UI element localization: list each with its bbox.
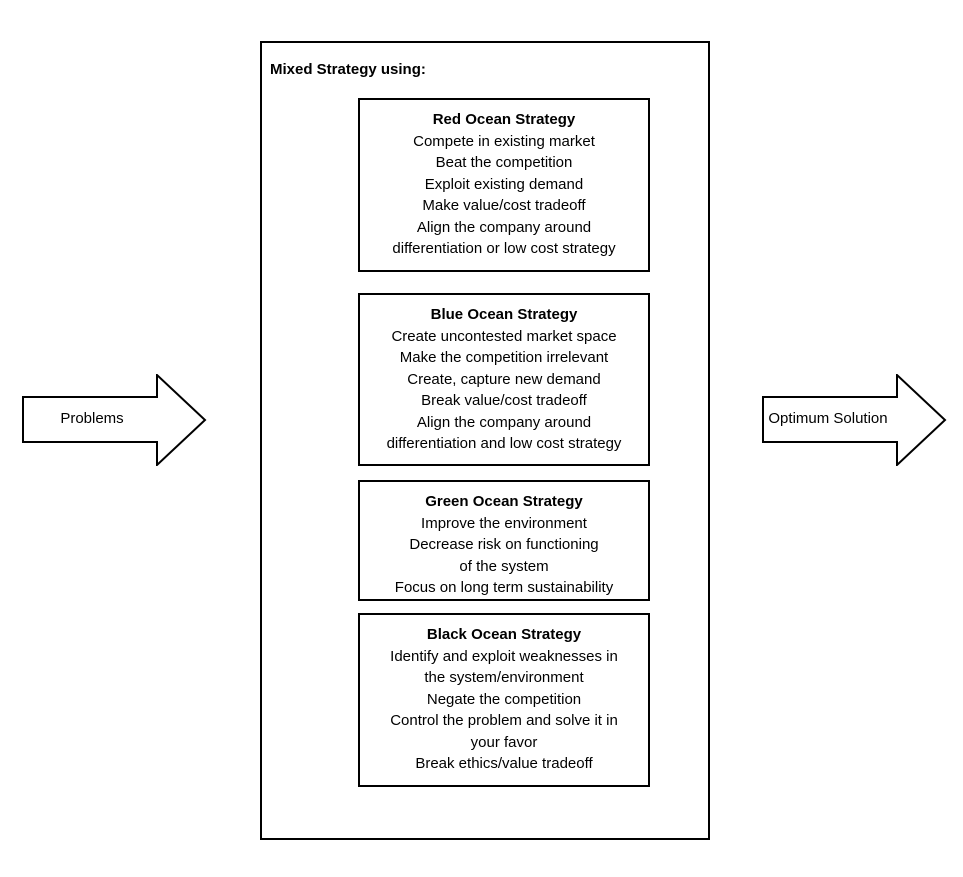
red-ocean-strategy-title: Red Ocean Strategy xyxy=(432,111,576,128)
green-ocean-strategy-box: Green Ocean Strategy Improve the environ… xyxy=(358,480,650,601)
blue-ocean-strategy-title: Blue Ocean Strategy xyxy=(430,306,578,323)
mixed-strategy-title: Mixed Strategy using: xyxy=(270,61,426,78)
black-ocean-strategy-title: Black Ocean Strategy xyxy=(426,626,582,643)
optimum-solution-arrow-shape xyxy=(762,374,947,466)
blue-ocean-strategy-body: Create uncontested market space Make the… xyxy=(386,327,622,453)
black-ocean-strategy-body: Identify and exploit weaknesses in the s… xyxy=(390,647,618,773)
red-ocean-strategy-box: Red Ocean Strategy Compete in existing m… xyxy=(358,98,650,272)
red-ocean-strategy-body: Compete in existing market Beat the comp… xyxy=(392,132,616,258)
optimum-solution-arrow-label: Optimum Solution xyxy=(768,410,888,427)
green-ocean-strategy-body: Improve the environment Decrease risk on… xyxy=(394,514,614,597)
problems-arrow-label: Problems xyxy=(60,410,124,427)
blue-ocean-strategy-box: Blue Ocean Strategy Create uncontested m… xyxy=(358,293,650,466)
black-ocean-strategy-box: Black Ocean Strategy Identify and exploi… xyxy=(358,613,650,787)
green-ocean-strategy-title: Green Ocean Strategy xyxy=(425,493,583,510)
problems-arrow-shape xyxy=(22,374,207,466)
